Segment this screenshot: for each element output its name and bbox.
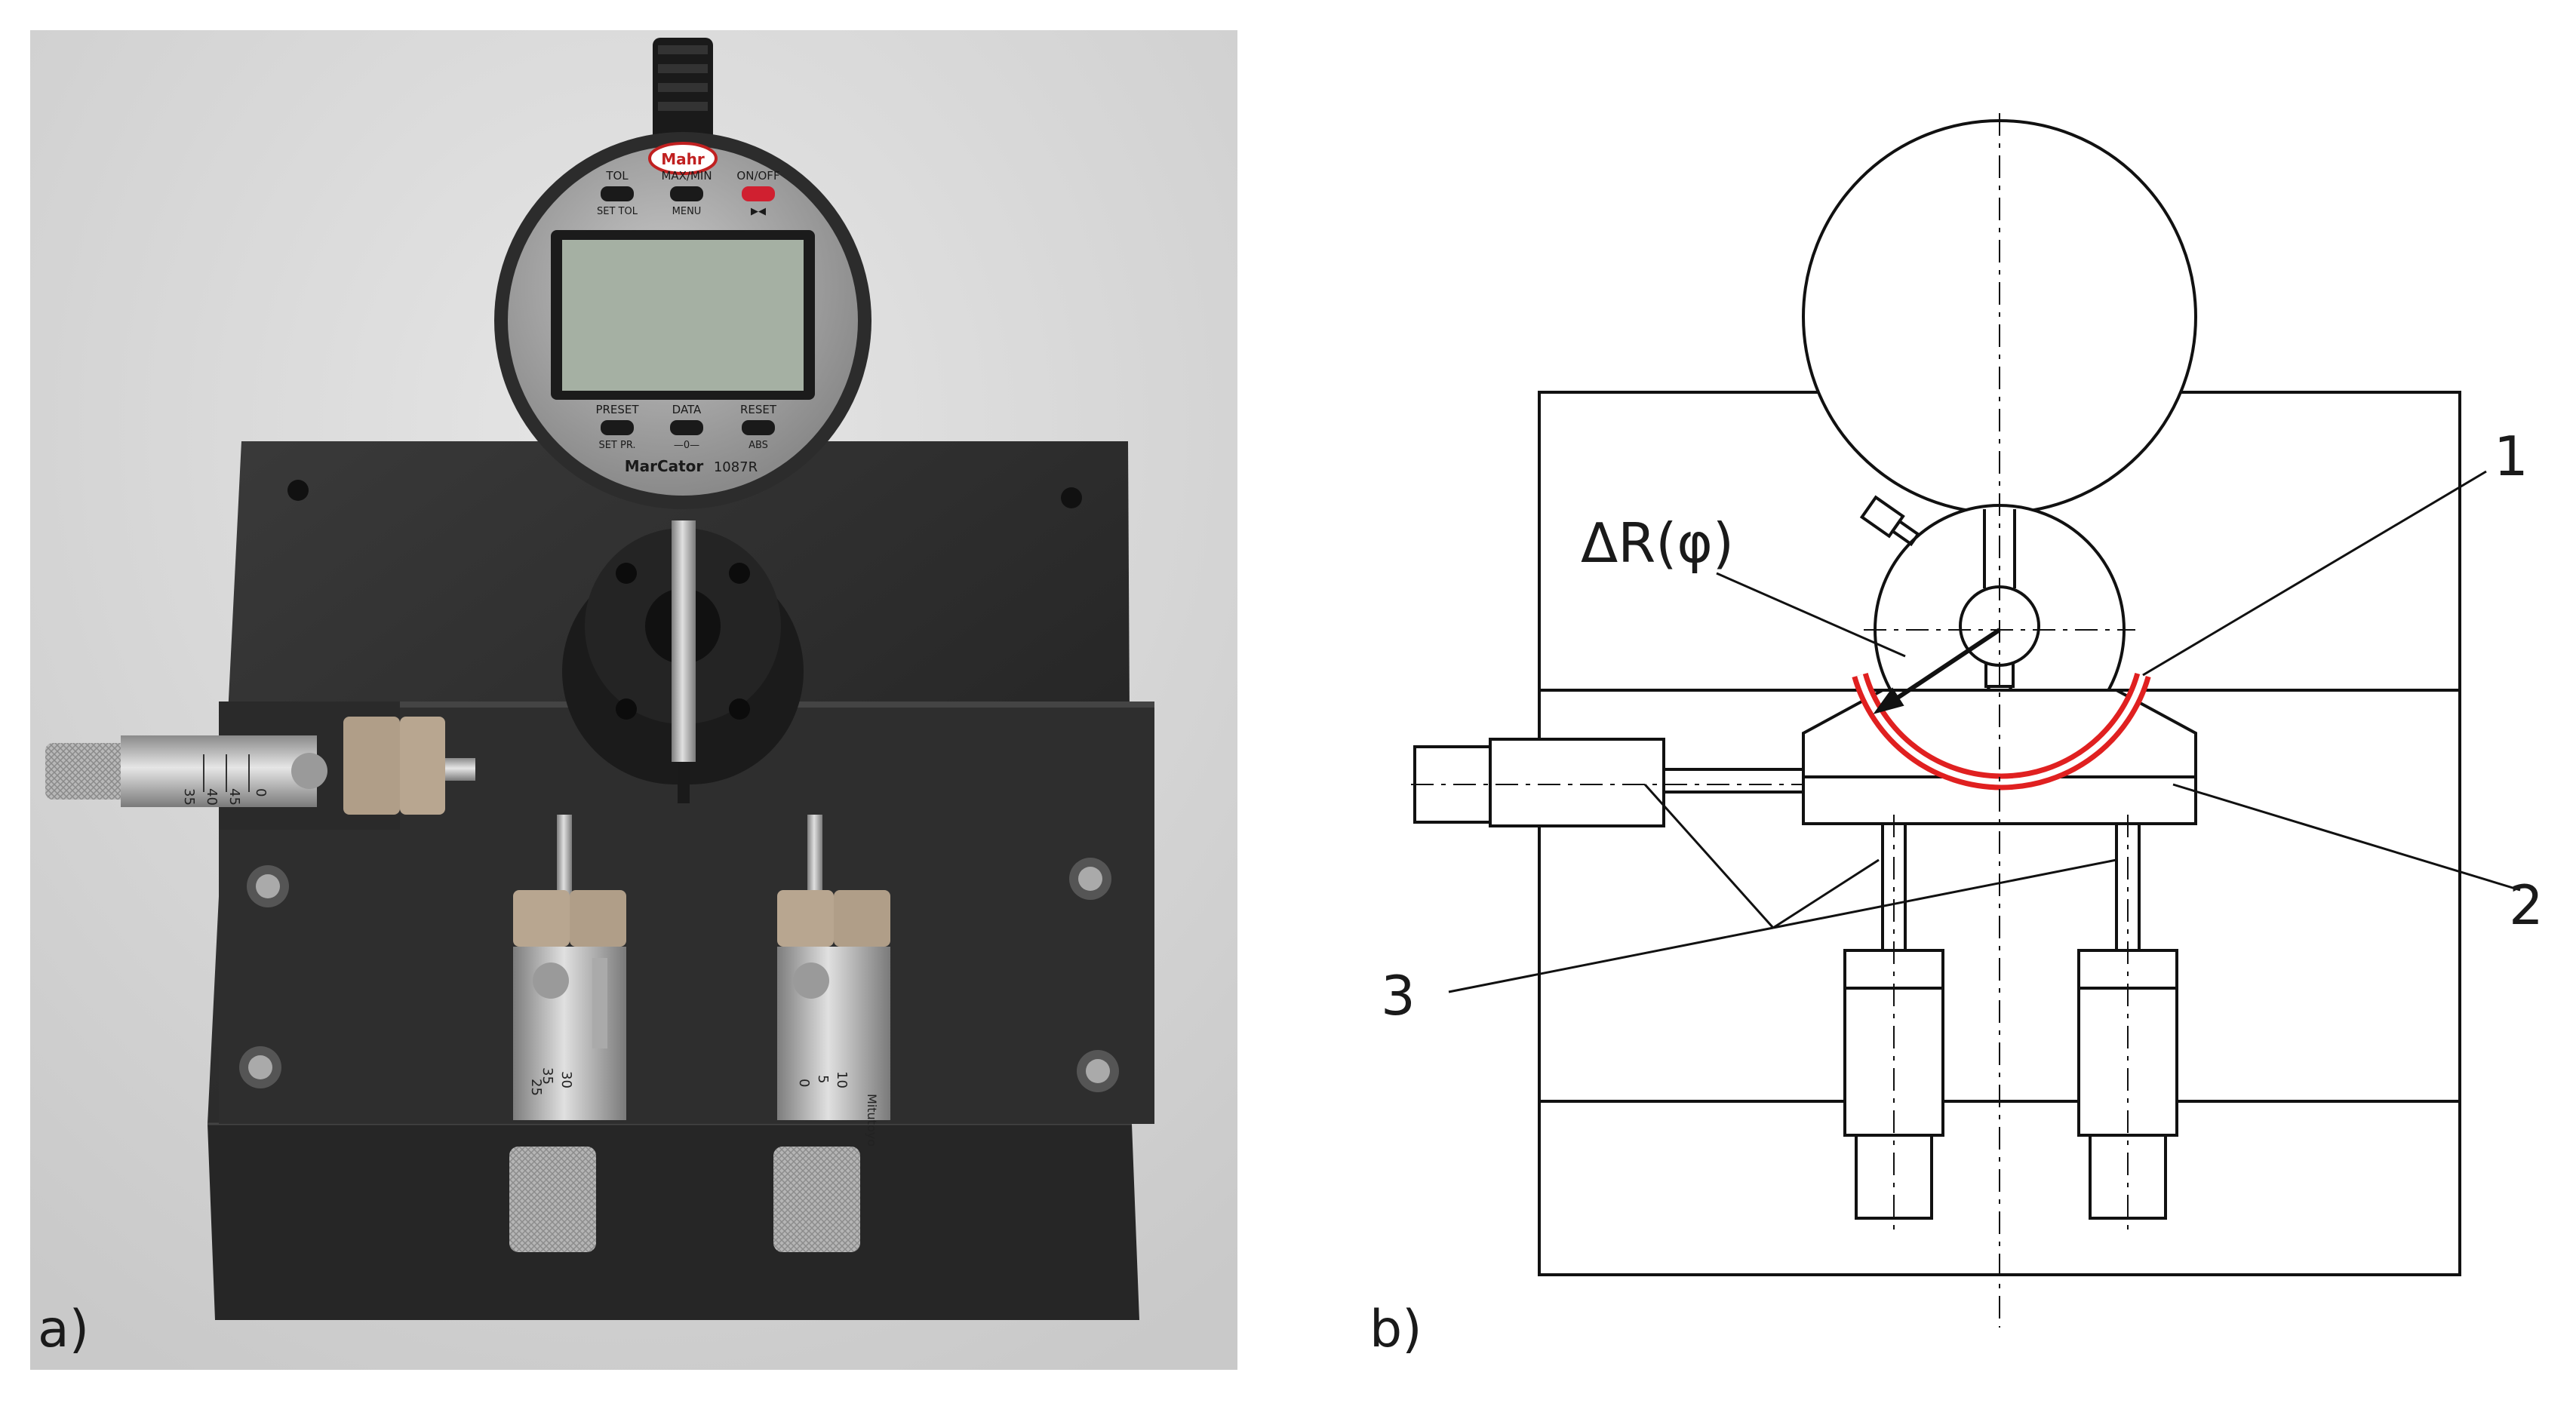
callout-3-label: 3 xyxy=(1381,964,1416,1027)
bolt-icon xyxy=(239,858,1119,1092)
svg-text:TOL: TOL xyxy=(605,169,629,183)
photo-panel: Mahr MarCator 1087R TOL SET TOL MAX/MIN … xyxy=(0,0,1283,1400)
photo-illustration: Mahr MarCator 1087R TOL SET TOL MAX/MIN … xyxy=(30,30,1237,1370)
svg-text:SET PR.: SET PR. xyxy=(598,440,635,451)
svg-text:SET TOL: SET TOL xyxy=(597,206,638,217)
svg-text:MAX/MIN: MAX/MIN xyxy=(661,169,712,183)
dial-gauge: Mahr MarCator 1087R xyxy=(494,38,871,509)
svg-text:40: 40 xyxy=(204,788,220,806)
callout-1-label: 1 xyxy=(2494,425,2528,488)
delta-r-arrow xyxy=(1873,628,2001,714)
svg-text:DATA: DATA xyxy=(672,403,702,416)
delta-r-label: ΔR(φ) xyxy=(1581,511,1734,575)
panel-a-label: a) xyxy=(38,1300,89,1359)
callout-3-leaders xyxy=(1448,783,2117,993)
gauge-data-button[interactable]: DATA —0— xyxy=(670,403,703,451)
callout-1-leader xyxy=(2142,470,2487,677)
svg-text:30: 30 xyxy=(558,1071,574,1088)
svg-text:—0—: —0— xyxy=(674,440,699,451)
gauge-model-number: 1087R xyxy=(714,459,758,475)
svg-text:5: 5 xyxy=(815,1075,831,1083)
callout-2-label: 2 xyxy=(2509,873,2544,937)
svg-text:35: 35 xyxy=(539,1067,555,1085)
schematic-diagram: ΔR(φ) 1 2 3 b) xyxy=(1369,113,2544,1359)
schematic-panel: ΔR(φ) 1 2 3 b) xyxy=(1283,0,2576,1400)
svg-text:35: 35 xyxy=(181,788,197,806)
front-plate xyxy=(207,1124,1139,1320)
svg-text:25: 25 xyxy=(528,1079,544,1096)
svg-text:0: 0 xyxy=(253,788,269,797)
svg-text:0: 0 xyxy=(796,1079,812,1087)
gauge-reset-button[interactable]: RESET ABS xyxy=(740,403,777,451)
clamp-screw xyxy=(1859,495,1920,547)
svg-text:PRESET: PRESET xyxy=(595,403,639,416)
micrometer-brand: Mitutoyo xyxy=(865,1094,879,1147)
middle-micrometer: 35 30 25 xyxy=(509,815,626,1252)
gauge-stem xyxy=(672,520,696,762)
svg-text:ON/OFF: ON/OFF xyxy=(736,169,779,183)
callout-2-leader xyxy=(2172,783,2521,892)
right-micrometer: 10 5 0 Mitutoyo xyxy=(773,815,890,1252)
gauge-maxmin-button[interactable]: MAX/MIN MENU xyxy=(661,169,712,217)
svg-text:MENU: MENU xyxy=(672,206,702,217)
lower-right-micrometer-drawing xyxy=(2077,822,2178,1220)
screw-icon xyxy=(287,480,1082,508)
panel-b-label: b) xyxy=(1369,1300,1422,1359)
svg-text:▶◀: ▶◀ xyxy=(751,206,766,217)
gauge-onoff-button[interactable]: ON/OFF ▶◀ xyxy=(736,169,779,217)
svg-text:45: 45 xyxy=(226,788,242,806)
svg-text:10: 10 xyxy=(834,1071,850,1088)
svg-text:ABS: ABS xyxy=(749,440,768,451)
ring-specimen xyxy=(1852,672,2151,791)
svg-text:RESET: RESET xyxy=(740,403,777,416)
delta-r-leader xyxy=(1716,572,1906,658)
gauge-tol-button[interactable]: TOL SET TOL xyxy=(597,169,638,217)
gauge-preset-button[interactable]: PRESET SET PR. xyxy=(595,403,639,451)
left-micrometer: 35 40 45 0 xyxy=(45,702,475,830)
left-micrometer-drawing xyxy=(1413,738,1805,827)
gauge-brand-logo: Mahr xyxy=(661,150,705,168)
lcd-display xyxy=(562,240,804,391)
gauge-model: MarCator xyxy=(625,457,704,475)
